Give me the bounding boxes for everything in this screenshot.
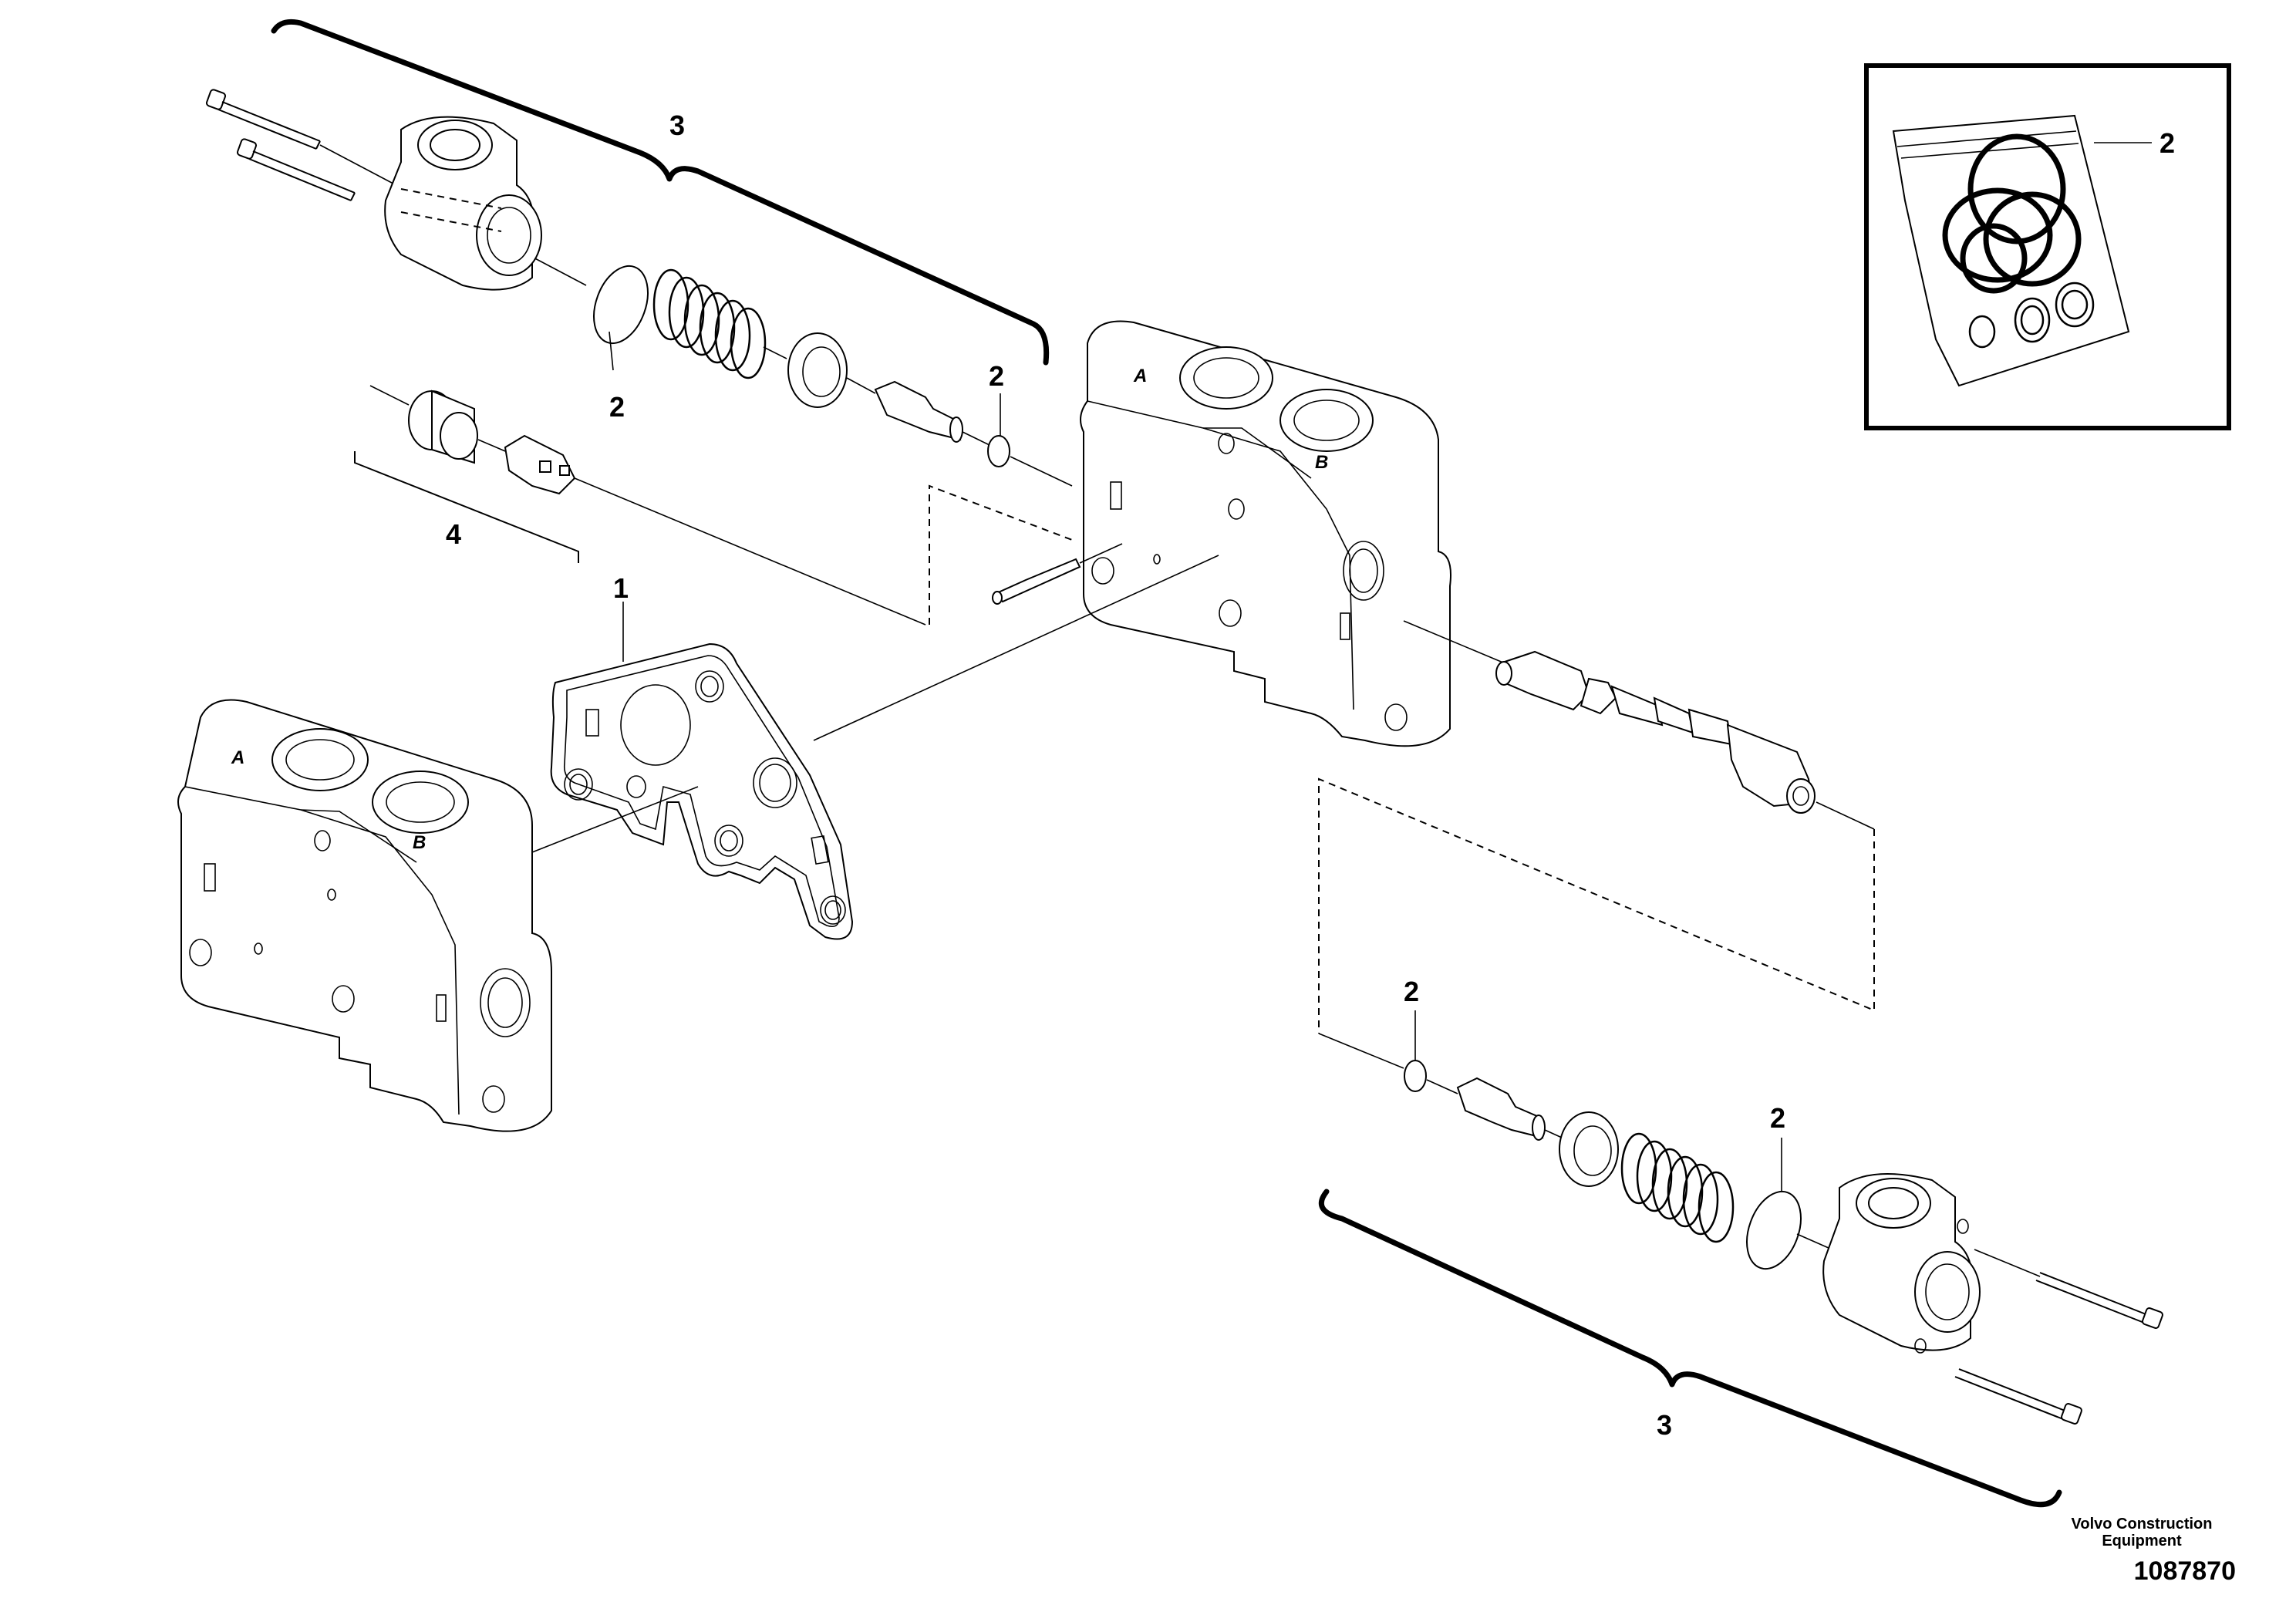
document-number: 1087870	[2133, 1556, 2236, 1586]
seal-kit-inset: 2	[1864, 63, 2231, 430]
group-4-bracket	[354, 451, 579, 563]
bolt-bottom-2	[1954, 1368, 2082, 1425]
seal-disc-top	[593, 265, 649, 345]
poppet-bottom	[1456, 1077, 1546, 1141]
valve-section-left: A B	[177, 699, 552, 1132]
port-label-a-main: A	[1133, 366, 1147, 386]
valve-section-main: A B	[1080, 320, 1451, 747]
o-ring-bottom	[1404, 1060, 1427, 1092]
end-cap-housing-bottom	[1822, 1173, 1981, 1354]
callout-3-top: 3	[669, 110, 685, 141]
spring-seat-top	[787, 332, 848, 408]
dashed-link-right	[1318, 777, 1875, 1034]
o-ring-top	[987, 435, 1010, 467]
spool	[1403, 620, 1875, 830]
plug-group-4	[369, 385, 926, 626]
bolt-top-2	[236, 138, 356, 201]
spring-bottom	[1620, 1132, 1735, 1243]
seal-disc-bottom	[1746, 1190, 1802, 1270]
bolt-top-1	[205, 89, 321, 150]
spring-seat-bottom	[1559, 1111, 1619, 1187]
gasket	[550, 642, 854, 940]
callout-2-oring-top: 2	[989, 360, 1004, 392]
brand-name: Volvo Construction Equipment	[2041, 1516, 2242, 1549]
callout-2-seal-top: 2	[609, 391, 625, 423]
port-label-b-main: B	[1315, 452, 1328, 473]
brand-line-1: Volvo Construction	[2071, 1516, 2213, 1533]
brand-line-2: Equipment	[2102, 1533, 2182, 1549]
poppet-top	[874, 380, 963, 443]
dashed-link-top	[929, 484, 1073, 625]
end-cap-housing-top	[384, 116, 542, 291]
port-label-b-left: B	[413, 832, 426, 853]
callout-2-inset: 2	[2159, 127, 2175, 159]
group-3-bracket-bottom	[1318, 1189, 2062, 1508]
group-3-bracket-top	[271, 19, 1050, 366]
pin	[992, 558, 1081, 605]
callout-3-bottom: 3	[1657, 1409, 1672, 1441]
callout-4: 4	[446, 518, 461, 550]
spring-top	[652, 268, 767, 379]
port-label-a-left: A	[231, 747, 244, 768]
callout-1: 1	[613, 572, 629, 604]
callout-2-seal-bottom: 2	[1770, 1102, 1785, 1134]
callout-2-oring-bottom: 2	[1404, 976, 1419, 1007]
bolt-bottom-1	[2035, 1272, 2163, 1329]
